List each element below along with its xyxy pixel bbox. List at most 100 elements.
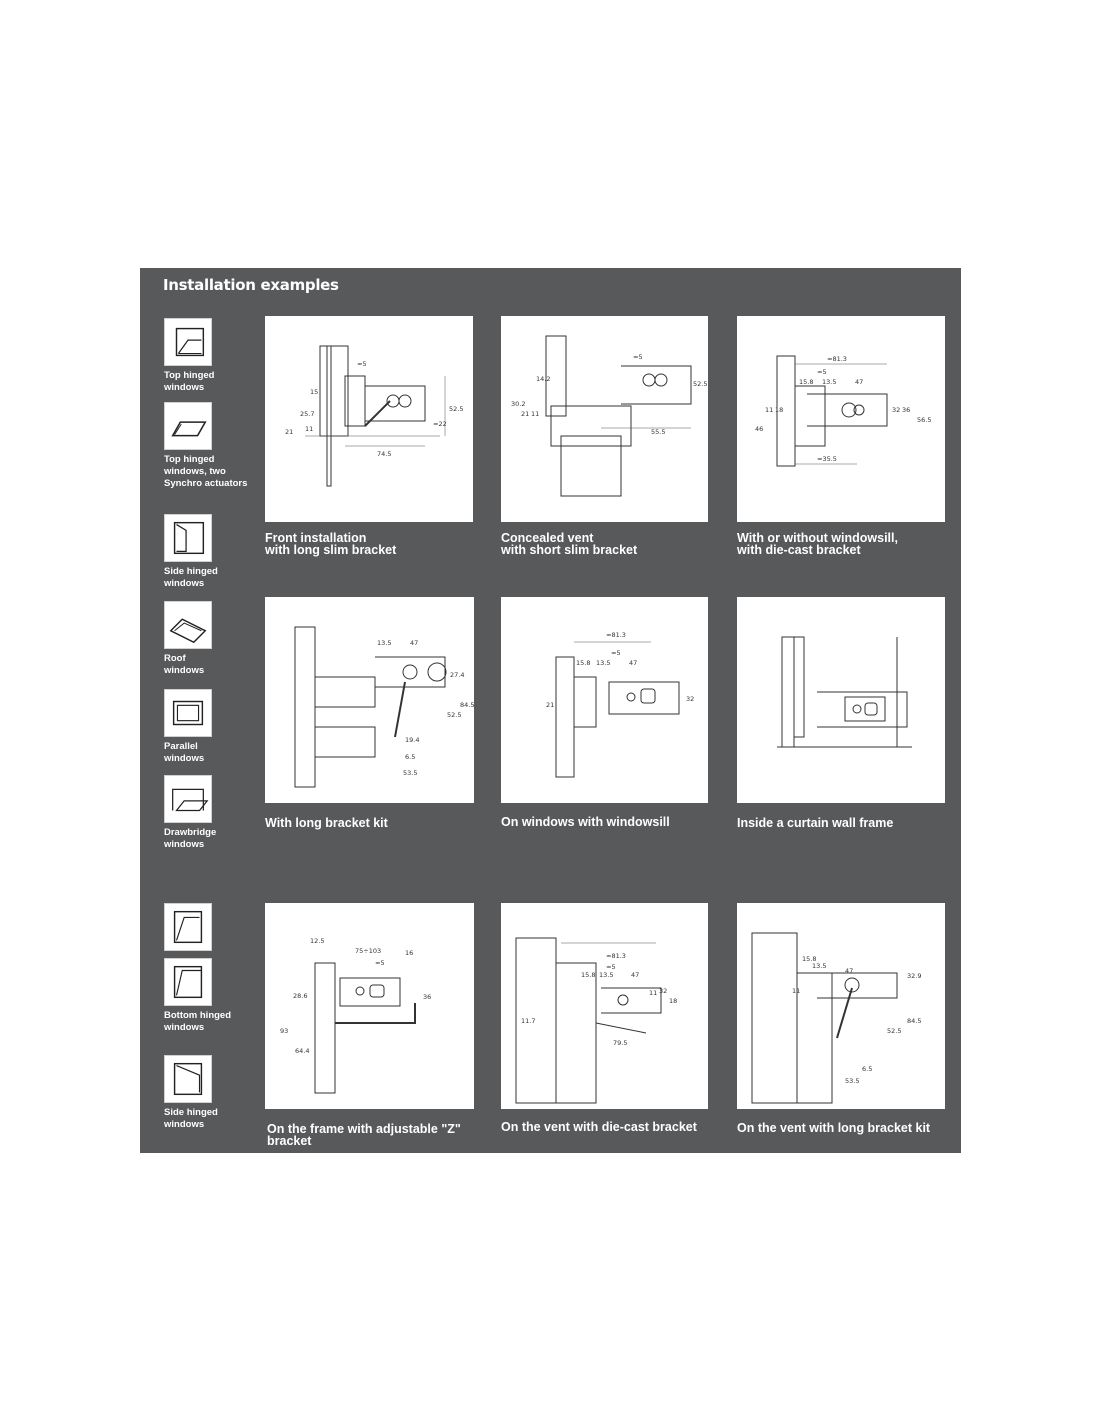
svg-text:≈5: ≈5 — [357, 360, 367, 368]
sidebar-item-label: Top hinged windows — [164, 370, 215, 393]
svg-text:14.2: 14.2 — [536, 375, 550, 383]
svg-text:46: 46 — [755, 425, 763, 433]
svg-text:13.5: 13.5 — [596, 659, 610, 667]
diagram-windowsill: ≈81.3 ≈5 15.8 13.5 47 21 32 — [501, 597, 708, 803]
svg-text:55.5: 55.5 — [651, 428, 665, 436]
svg-text:11: 11 — [305, 425, 313, 433]
svg-text:28.6: 28.6 — [293, 992, 307, 1000]
svg-text:74.5: 74.5 — [377, 450, 391, 458]
svg-text:15.8: 15.8 — [576, 659, 590, 667]
svg-text:≈81.3: ≈81.3 — [606, 952, 626, 960]
svg-text:47: 47 — [845, 967, 853, 975]
svg-text:13.5: 13.5 — [599, 971, 613, 979]
svg-text:53.5: 53.5 — [403, 769, 417, 777]
parallel-window-icon — [164, 689, 212, 737]
example-caption: On the frame with adjustable "Z" bracket — [267, 1122, 461, 1148]
svg-text:47: 47 — [631, 971, 639, 979]
svg-text:11: 11 — [765, 406, 773, 414]
bottom-hinged-window-icon — [164, 958, 212, 1006]
svg-text:18: 18 — [669, 997, 677, 1005]
svg-text:32: 32 — [892, 406, 900, 414]
svg-text:53.5: 53.5 — [845, 1077, 859, 1085]
sidebar-item-label: Top hinged windows, two Synchro actuator… — [164, 454, 248, 489]
top-hinged-window-icon — [164, 318, 212, 366]
bottom-hinged-window-icon — [164, 903, 212, 951]
svg-text:93: 93 — [280, 1027, 288, 1035]
sidebar-item-label: Roof windows — [164, 653, 205, 676]
svg-text:19.4: 19.4 — [405, 736, 419, 744]
svg-text:79.5: 79.5 — [613, 1039, 627, 1047]
svg-text:27.4: 27.4 — [450, 671, 464, 679]
example-caption: With or without windowsill, with die-cas… — [737, 531, 898, 557]
example-caption: On the vent with long bracket kit — [737, 1121, 931, 1135]
svg-text:≈22: ≈22 — [433, 420, 447, 428]
example-caption: On the vent with die-cast bracket — [501, 1120, 697, 1134]
sidebar-item-label: Drawbridge windows — [164, 827, 217, 850]
svg-text:47: 47 — [855, 378, 863, 386]
diagram-z-bracket: 12.5 75÷103 16 ≈5 28.6 36 93 64.4 — [265, 903, 474, 1109]
sidebar-item-label: Parallel windows — [164, 741, 205, 764]
svg-text:21: 21 — [521, 410, 529, 418]
sidebar-item-label: Bottom hinged windows — [164, 1010, 232, 1033]
svg-text:6.5: 6.5 — [862, 1065, 872, 1073]
svg-text:≈5: ≈5 — [606, 963, 616, 971]
svg-text:47: 47 — [629, 659, 637, 667]
svg-text:≈5: ≈5 — [375, 959, 385, 967]
svg-text:11: 11 — [649, 989, 657, 997]
svg-text:15.8: 15.8 — [581, 971, 595, 979]
svg-text:64.4: 64.4 — [295, 1047, 309, 1055]
svg-text:21: 21 — [285, 428, 293, 436]
svg-text:52.5: 52.5 — [449, 405, 463, 413]
diagram-curtain-wall — [737, 597, 945, 803]
svg-text:32: 32 — [659, 987, 667, 995]
svg-text:12.5: 12.5 — [310, 937, 324, 945]
svg-text:11: 11 — [531, 410, 539, 418]
svg-text:52.5: 52.5 — [693, 380, 707, 388]
diagram-long-bracket-kit: 13.5 47 27.4 52.5 84.5 19.4 6.5 53.5 — [265, 597, 474, 803]
svg-text:36: 36 — [423, 993, 431, 1001]
svg-text:47: 47 — [410, 639, 418, 647]
diagram-windowsill-die-cast: ≈81.3≈5 15.8 13.5 47 11 18 32 36 56.5 46 ≈35.… — [737, 316, 945, 522]
top-hinged-synchro-window-icon — [164, 402, 212, 450]
svg-text:≈81.3: ≈81.3 — [606, 631, 626, 639]
sidebar-item-label: Side hinged windows — [164, 566, 218, 589]
svg-text:21: 21 — [546, 701, 554, 709]
example-caption: Concealed vent with short slim bracket — [501, 531, 638, 557]
svg-text:52.5: 52.5 — [887, 1027, 901, 1035]
svg-text:13.5: 13.5 — [822, 378, 836, 386]
svg-text:≈5: ≈5 — [611, 649, 621, 657]
section-title: Installation examples — [163, 276, 339, 294]
svg-text:6.5: 6.5 — [405, 753, 415, 761]
sidebar-item-label: Side hinged windows — [164, 1107, 218, 1130]
svg-text:15: 15 — [310, 388, 318, 396]
svg-text:≈81.3: ≈81.3 — [827, 355, 847, 363]
svg-text:84.5: 84.5 — [907, 1017, 921, 1025]
svg-text:13.5: 13.5 — [812, 962, 826, 970]
example-caption: Front installation with long slim bracke… — [265, 531, 397, 557]
svg-text:75÷103: 75÷103 — [355, 947, 381, 955]
example-caption: On windows with windowsill — [501, 815, 670, 829]
side-hinged-window-icon — [164, 514, 212, 562]
svg-text:18: 18 — [775, 406, 783, 414]
example-caption: Inside a curtain wall frame — [737, 816, 894, 830]
svg-text:11.7: 11.7 — [521, 1017, 535, 1025]
svg-text:52.5: 52.5 — [447, 711, 461, 719]
svg-text:≈35.5: ≈35.5 — [817, 455, 837, 463]
side-hinged-window-icon — [164, 1055, 212, 1103]
svg-text:13.5: 13.5 — [377, 639, 391, 647]
svg-text:11: 11 — [792, 987, 800, 995]
svg-text:≈5: ≈5 — [817, 368, 827, 376]
example-caption: With long bracket kit — [265, 816, 388, 830]
svg-text:36: 36 — [902, 406, 910, 414]
svg-text:16: 16 — [405, 949, 413, 957]
drawbridge-window-icon — [164, 775, 212, 823]
svg-text:32: 32 — [686, 695, 694, 703]
svg-text:56.5: 56.5 — [917, 416, 931, 424]
svg-text:15.8: 15.8 — [799, 378, 813, 386]
svg-text:25.7: 25.7 — [300, 410, 314, 418]
roof-window-icon — [164, 601, 212, 649]
svg-text:84.5: 84.5 — [460, 701, 474, 709]
